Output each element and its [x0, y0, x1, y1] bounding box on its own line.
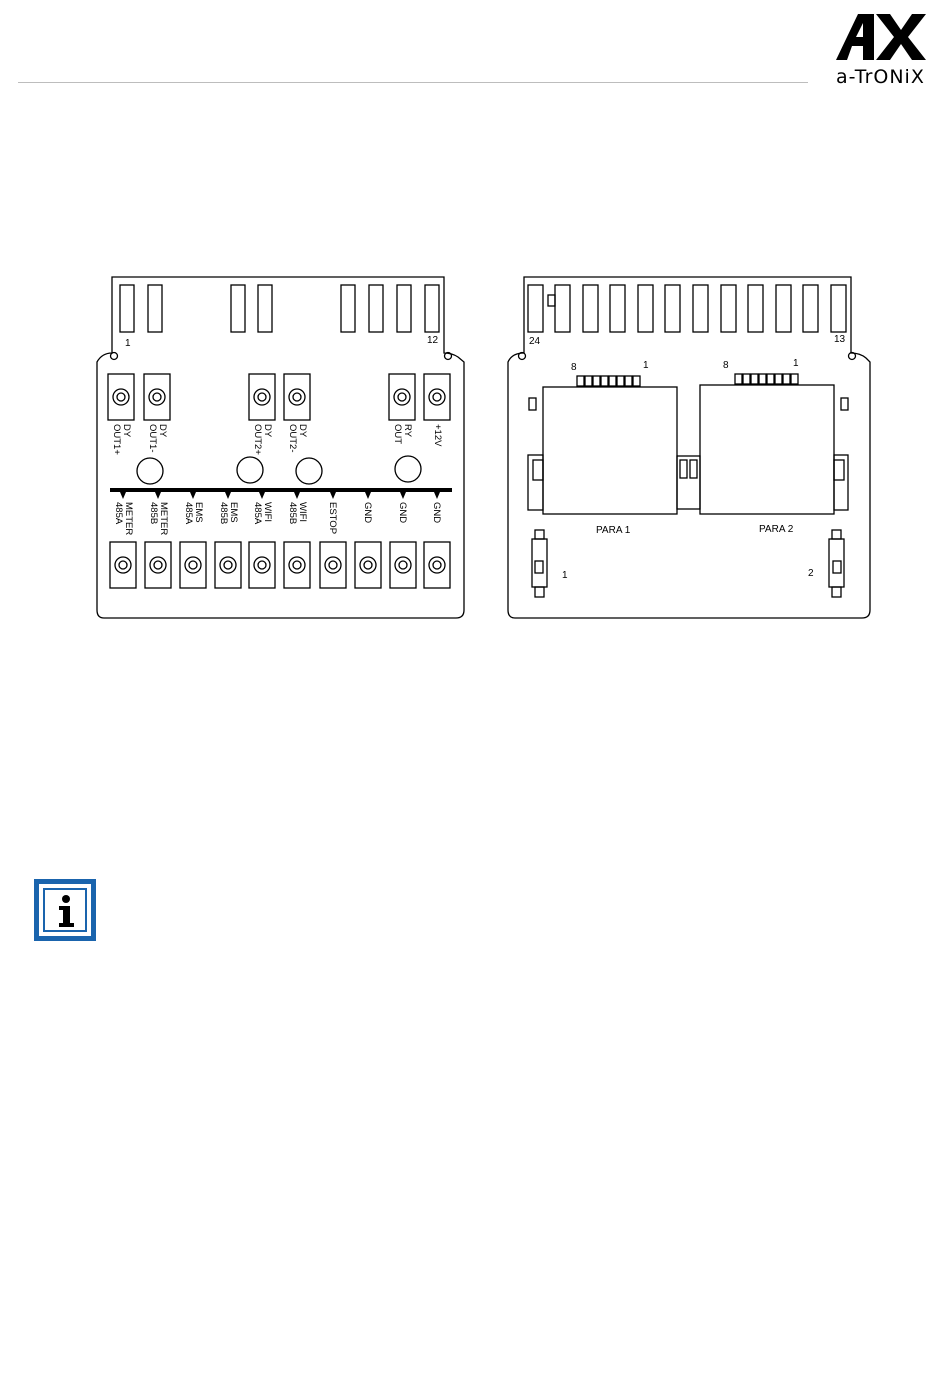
polarity-key — [548, 295, 555, 306]
label-wifi-485a-2: 485A — [252, 502, 263, 525]
dip-switch-2 — [829, 530, 844, 597]
brand-logo-text: a-TrONiX — [836, 66, 925, 88]
ax-logo-icon — [836, 14, 928, 60]
terminal-gnd-1 — [355, 542, 381, 588]
port2-label: PARA 2 — [759, 524, 794, 535]
label-ry-out-2: OUT — [392, 424, 403, 444]
terminal-meter-485a — [110, 542, 136, 588]
dip-switch-1 — [532, 530, 547, 597]
header-divider — [18, 82, 808, 83]
left-pin-first-label: 1 — [125, 338, 131, 349]
label-dy-out1-minus-2: OUT1- — [147, 424, 158, 453]
label-meter-485a-2: 485A — [113, 502, 124, 525]
port-bridge — [677, 456, 700, 509]
terminal-ems-485b — [215, 542, 241, 588]
rj45-port-para1 — [528, 376, 677, 514]
label-ems-485a-2: 485A — [183, 502, 194, 525]
left-pin-last-label: 12 — [427, 335, 439, 346]
port1-label: PARA 1 — [596, 525, 631, 536]
terminal-estop — [320, 542, 346, 588]
right-board — [508, 277, 870, 618]
label-meter-485b-2: 485B — [148, 502, 159, 524]
terminal-gnd-3 — [424, 542, 450, 588]
port1-pin-right-label: 1 — [643, 360, 649, 371]
terminal-meter-485b — [145, 542, 171, 588]
port2-pin-left-label: 8 — [723, 360, 729, 371]
label-wifi-485b-2: 485B — [287, 502, 298, 524]
lower-terminal-row — [110, 542, 450, 588]
terminal-wifi-485a — [249, 542, 275, 588]
right-edge-contacts — [528, 285, 846, 332]
terminal-ems-485a — [180, 542, 206, 588]
info-glyph-icon — [45, 890, 87, 932]
switch1-label: 1 — [562, 570, 568, 581]
terminal-dy-out1-minus — [144, 374, 170, 420]
upper-terminal-row — [108, 374, 450, 420]
port1-pins — [577, 376, 640, 386]
label-12v: +12V — [432, 424, 443, 447]
terminal-dy-out2-plus — [249, 374, 275, 420]
right-board-outline — [508, 277, 870, 618]
terminal-dy-out1-plus — [108, 374, 134, 420]
info-icon — [34, 879, 96, 941]
connector-diagram: 1 12 DY OUT1+ DY OUT1- DY OUT2+ DY OUT2-… — [0, 260, 950, 640]
label-ems-485b-2: 485B — [218, 502, 229, 524]
label-dy-out1-plus-2: OUT1+ — [111, 424, 122, 455]
switch2-label: 2 — [808, 568, 814, 579]
left-edge-contacts — [120, 285, 439, 332]
terminal-gnd-2 — [390, 542, 416, 588]
terminal-ry-out — [389, 374, 415, 420]
side-pad-left — [529, 398, 536, 410]
right-pin-first-label: 24 — [529, 336, 541, 347]
label-gnd-2: GND — [397, 502, 408, 523]
terminal-12v — [424, 374, 450, 420]
brand-logo: a-TrONiX — [832, 14, 932, 92]
rj45-port-para2 — [700, 374, 848, 514]
side-pad-right — [841, 398, 848, 410]
port1-pin-left-label: 8 — [571, 362, 577, 373]
port2-pins — [735, 374, 798, 384]
label-gnd-3: GND — [431, 502, 442, 523]
right-pin-last-label: 13 — [834, 334, 846, 345]
label-gnd-1: GND — [362, 502, 373, 523]
label-dy-out2-plus-2: OUT2+ — [252, 424, 263, 455]
label-estop: ESTOP — [327, 502, 338, 534]
terminal-dy-out2-minus — [284, 374, 310, 420]
terminal-wifi-485b — [284, 542, 310, 588]
lower-terminal-markers — [120, 492, 440, 499]
port2-pin-right-label: 1 — [793, 358, 799, 369]
led-indicators — [137, 456, 421, 484]
label-dy-out2-minus-2: OUT2- — [287, 424, 298, 453]
left-mount-hole — [111, 353, 118, 360]
